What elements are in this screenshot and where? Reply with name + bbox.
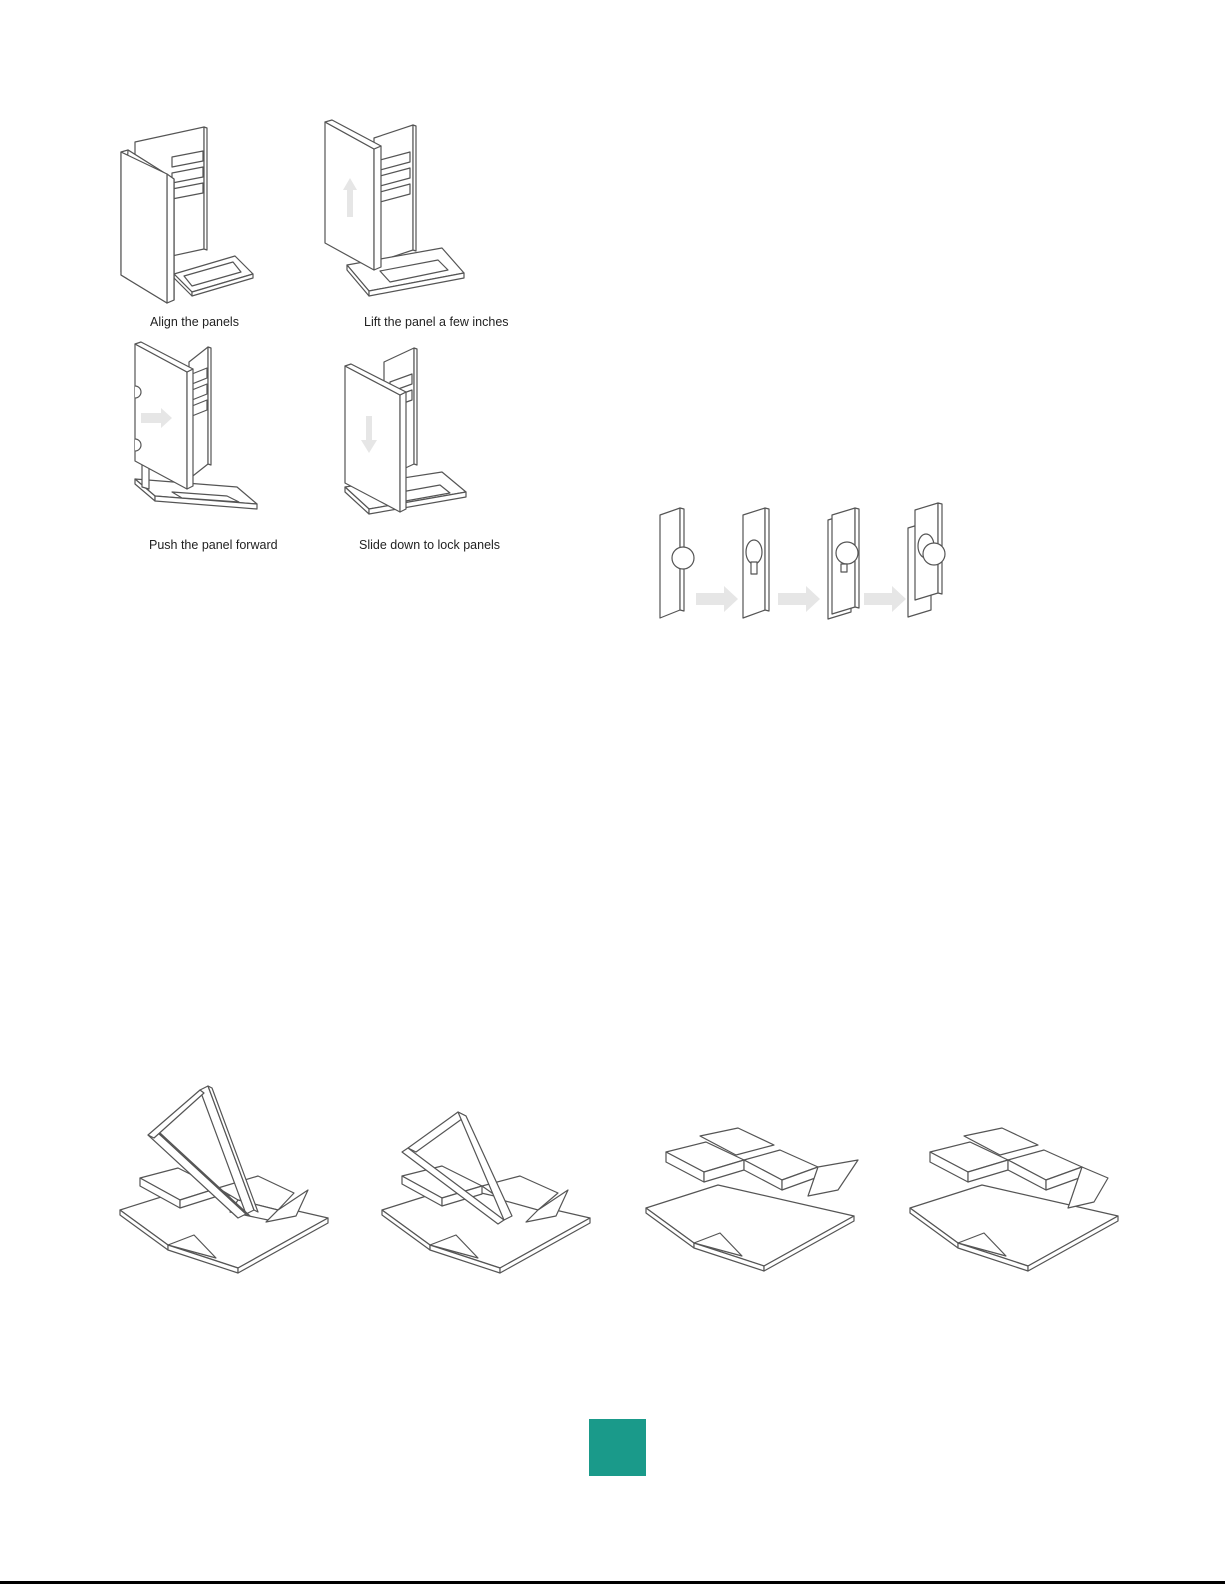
align-panels-illustration (118, 124, 258, 304)
bottom-rule (0, 1581, 1225, 1584)
base-stage-3 (646, 1128, 858, 1271)
slide-lock-illustration (342, 344, 482, 524)
base-assembly-sequence (118, 1090, 1128, 1290)
push-panel-illustration (127, 344, 267, 524)
step-caption-align: Align the panels (150, 315, 239, 329)
step-caption-push: Push the panel forward (149, 538, 278, 552)
step-caption-lift: Lift the panel a few inches (364, 315, 509, 329)
step-caption-slide: Slide down to lock panels (359, 538, 500, 552)
base-stage-4 (910, 1128, 1118, 1271)
page-number-marker (589, 1419, 646, 1476)
lift-panel-illustration (322, 120, 472, 305)
base-stage-1 (120, 1086, 328, 1273)
keyhole-bracket-sequence (655, 498, 955, 628)
base-stage-2 (382, 1112, 590, 1273)
